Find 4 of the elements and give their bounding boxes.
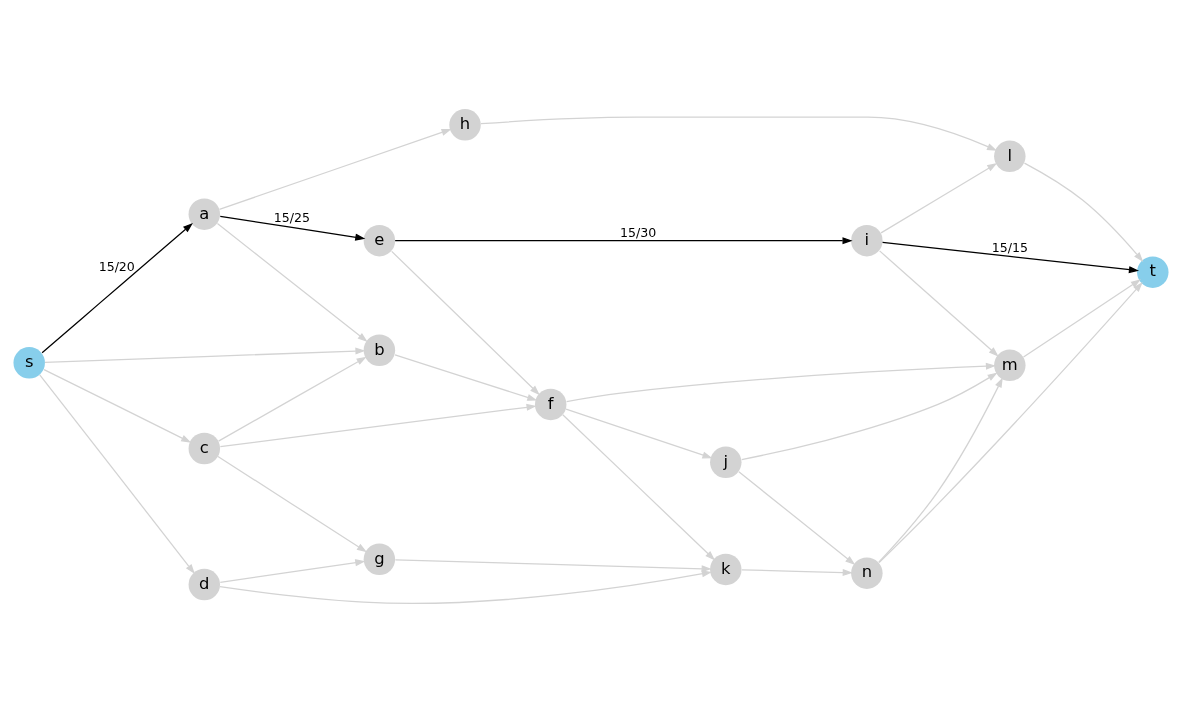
edge-label: 15/15	[991, 240, 1028, 255]
edge-label: 15/25	[273, 209, 310, 225]
edge-label: 15/20	[98, 258, 135, 274]
edge-label: 15/30	[620, 224, 657, 240]
